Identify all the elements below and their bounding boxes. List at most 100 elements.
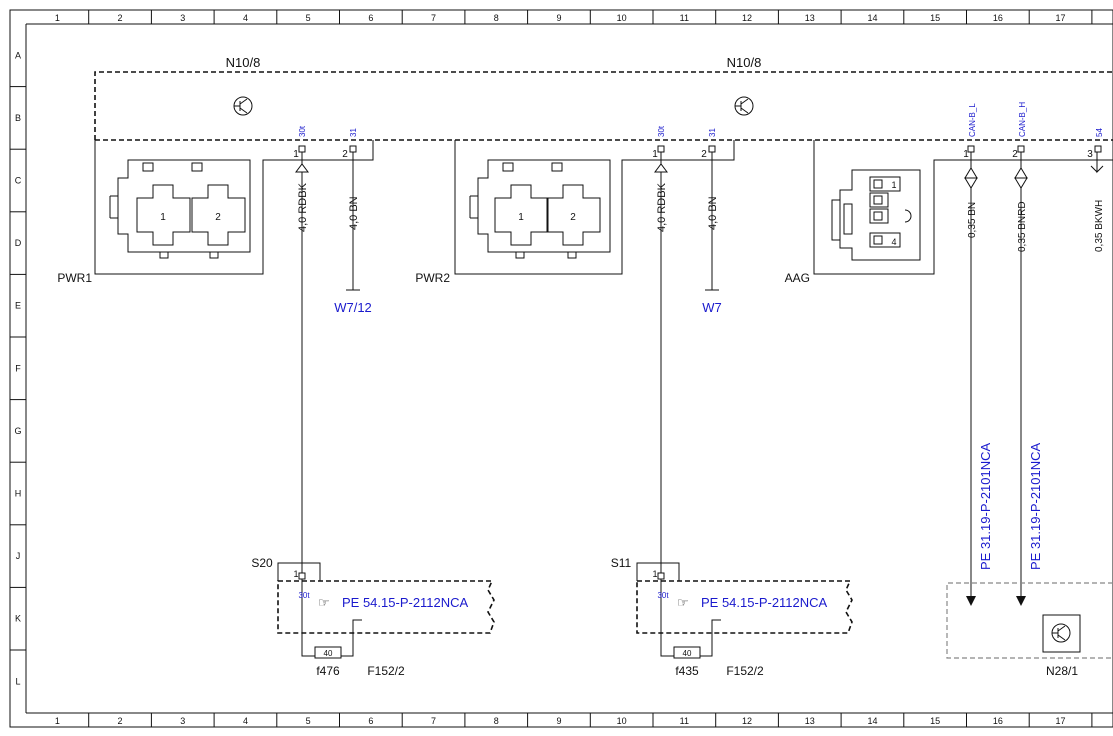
column-label: 1 [55,716,60,726]
reference-link[interactable]: PE 54.15-P-2112NCA [342,595,469,610]
column-label: 6 [368,716,373,726]
module-left-label: N10/8 [226,55,261,70]
module-n10-8-outline [94,71,1113,141]
transistor-icon [233,96,253,116]
connector-label: PWR2 [415,271,450,285]
pin-terminal: 54 [1095,128,1104,137]
bidirectional-arrow-icon [964,167,978,189]
pin-terminal: 31 [708,128,717,137]
fuse-value: 40 [683,649,692,658]
pin-terminal-box [1094,145,1102,153]
pin-terminal: 30t [657,591,669,600]
column-label: 7 [431,716,436,726]
socket-label: 2 [570,212,576,223]
reference-link[interactable]: PE 31.19-P-2101NCA [978,442,993,570]
column-label: 8 [494,716,499,726]
reference-link[interactable]: PE 31.19-P-2101NCA [1028,442,1043,570]
fuse-value: 40 [324,649,333,658]
row-label: C [15,176,22,186]
column-label: 2 [118,716,123,726]
reference-hand-icon: ☞ [318,595,330,610]
pin-terminal-box [967,145,975,153]
column-label: 3 [180,13,185,23]
column-label: 4 [243,716,248,726]
socket-label: 1 [160,212,166,223]
wire-label: 4,0 RDBK [656,182,668,232]
pin-terminal: CAN-B_H [1018,102,1027,137]
module-right-label: N10/8 [727,55,762,70]
arrow-icon [1016,596,1026,606]
pin-terminal: 30t [298,125,307,137]
socket-label: 2 [215,212,221,223]
socket-label: 1 [891,180,896,190]
pin-terminal: 31 [349,128,358,137]
socket-label: 4 [891,237,896,247]
reference-link[interactable]: PE 54.15-P-2112NCA [701,595,828,610]
transistor-icon [734,96,754,116]
pin-terminal: 30t [298,591,310,600]
row-label: A [15,50,21,60]
column-label: 10 [617,13,627,23]
wire-label: 0,35 BN [967,202,978,238]
row-label: H [15,489,22,499]
column-label: 3 [180,716,185,726]
bidirectional-arrow-icon [1014,167,1028,189]
sheet-frame [9,9,1113,728]
row-label: B [15,113,21,123]
connector-pwr2 [454,140,735,275]
wire-4-0-bn [346,152,360,291]
column-label: 13 [805,13,815,23]
connector-pwr1 [94,140,374,275]
wire-label: 0,35 BKWH [1094,200,1105,252]
arrow-icon [966,596,976,606]
arrow-icon [295,163,309,173]
column-label: 8 [494,13,499,23]
fuse-block-s20 [277,562,495,659]
ground-point-label: W7/12 [334,300,372,315]
wire-label: 4,0 BN [707,196,719,230]
column-label: 15 [930,13,940,23]
row-label: J [16,551,21,561]
column-label: 14 [867,13,877,23]
row-label: E [15,301,21,311]
socket-label: 1 [518,212,524,223]
column-label: 11 [680,716,689,726]
row-label: K [15,614,21,624]
module-label: N28/1 [1046,664,1078,678]
reference-hand-icon: ☞ [677,595,689,610]
pin-number: 2 [701,149,707,160]
pin-terminal-box [1017,145,1025,153]
column-label: 16 [993,716,1003,726]
column-label: 16 [993,13,1003,23]
row-label: F [15,363,21,373]
connector-label: PWR1 [57,271,92,285]
pin-number: 3 [1087,149,1093,160]
pin-number: 1 [293,569,298,579]
fuse-block-s11 [636,562,853,659]
connector-label: AAG [785,271,810,285]
fuse-box-label: F152/2 [367,664,405,678]
fuse-box-label: F152/2 [726,664,764,678]
column-label: 2 [118,13,123,23]
fuse-block-label: S11 [611,556,632,570]
arrow-icon [654,163,668,173]
pin-number: 1 [652,149,658,160]
row-label: G [14,426,21,436]
ground-point-label: W7 [702,300,722,315]
column-label: 12 [742,716,752,726]
fuse-label: f476 [316,664,340,678]
column-label: 17 [1056,13,1066,23]
module-n28-1 [946,582,1113,659]
wire-4-0-bn [705,152,719,291]
pin-terminal: CAN-B_L [968,103,977,137]
column-label: 1 [55,13,60,23]
pin-terminal-box [708,145,716,153]
column-label: 4 [243,13,248,23]
row-label: L [15,676,20,686]
pin-terminal-box [657,145,665,153]
column-label: 10 [617,716,627,726]
pin-terminal-box [298,145,306,153]
pin-terminal-box [349,145,357,153]
